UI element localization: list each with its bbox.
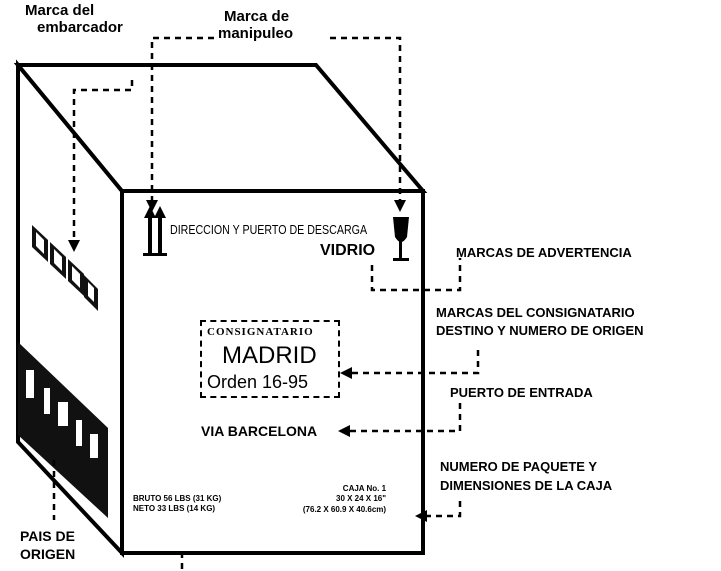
fragile-text: VIDRIO (320, 242, 376, 259)
handling-mark-label: Marca de manipuleo (218, 8, 294, 43)
shipper-arrow (68, 240, 80, 252)
handling-arrow-left (146, 200, 158, 212)
this-side-up-icon (143, 206, 167, 256)
entry-port-label: PUERTO DE ENTRADA (450, 385, 593, 400)
consignee-arrow (340, 367, 352, 379)
package-arrow (415, 510, 427, 522)
weight-text: BRUTO 56 LBS (31 KG) NETO 33 LBS (14 KG) (133, 494, 222, 514)
box-front-face (120, 189, 425, 555)
fragile-glass-icon (393, 217, 409, 261)
city-text: MADRID (222, 342, 317, 369)
warning-marks-label: MARCAS DE ADVERTENCIA (456, 245, 632, 260)
via-text: VIA BARCELONA (201, 423, 318, 439)
destination-port-text: DIRECCION Y PUERTO DE DESCARGA (170, 222, 368, 237)
entry-arrow (338, 425, 350, 437)
origin-country-band (18, 342, 108, 518)
consignee-frame (200, 320, 340, 398)
case-text: CAJA No. 1 30 X 24 X 16" (76.2 X 60.9 X … (302, 484, 387, 514)
shipper-mark-label: Marca del embarcador (25, 2, 123, 37)
package-number-label: NUMERO DE PAQUETE Y DIMENSIONES DE LA CA… (440, 459, 613, 493)
origin-country-label: PAIS DE ORIGEN (20, 528, 76, 563)
handling-arrow-right (394, 200, 406, 212)
order-text: Orden 16-95 (207, 372, 309, 392)
consignee-marks-label: MARCAS DEL CONSIGNATARIO DESTINO Y NUMER… (436, 305, 644, 338)
consignee-title: CONSIGNATARIO (207, 326, 314, 338)
